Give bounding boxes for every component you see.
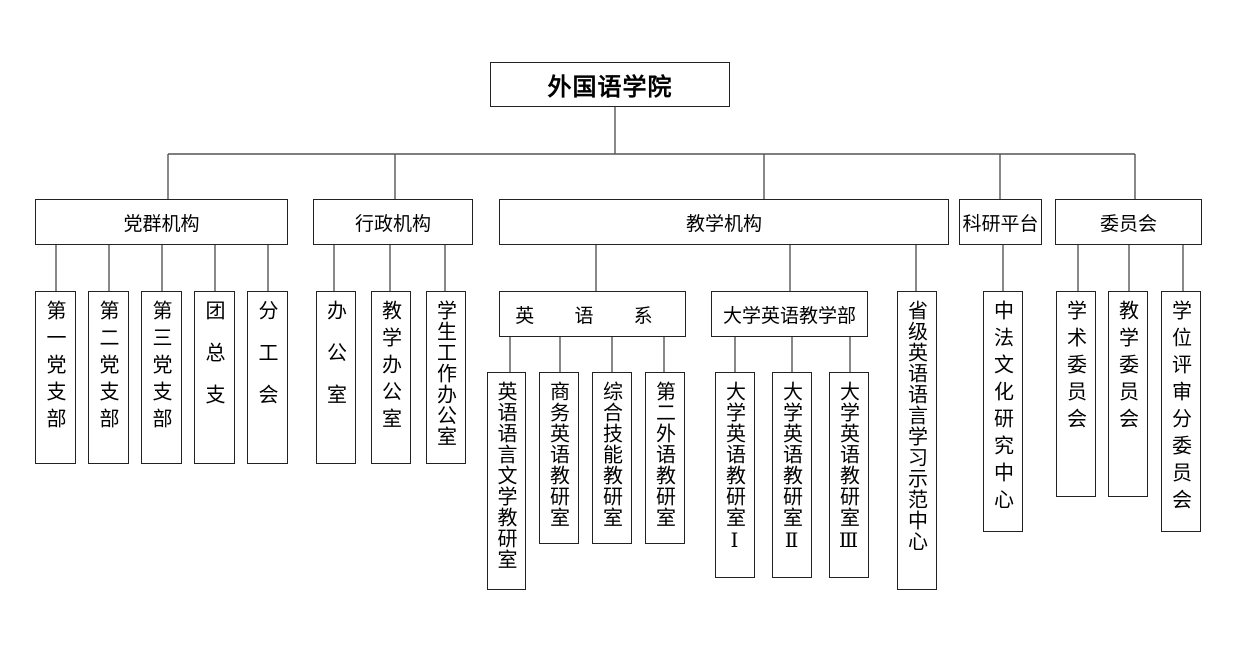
provincial-center-label: 省级英语语言学习示范中心 — [904, 300, 929, 552]
subgroup-english-dept-label: 英 语 系 — [515, 304, 670, 327]
college-english-item-label: 大学英语教研室Ⅲ — [836, 381, 861, 553]
college-english-item-1: 大学英语教研室Ⅰ — [715, 372, 755, 578]
admin-item-2: 教学办公室 — [371, 291, 411, 464]
english-dept-item-1: 英语语言文学教研室 — [487, 372, 526, 590]
english-dept-item-label: 综合技能教研室 — [599, 381, 624, 528]
committee-item-label: 教学委员会 — [1115, 300, 1140, 435]
english-dept-item-label: 英语语言文学教研室 — [494, 381, 518, 570]
root-node: 外国语学院 — [490, 62, 730, 107]
committee-item-1: 学术委员会 — [1056, 291, 1096, 497]
party-item-label: 第三党支部 — [149, 300, 173, 435]
group-research-label: 科研平台 — [962, 212, 1039, 235]
committee-item-label: 学位评审分委员会 — [1168, 300, 1193, 516]
root-label: 外国语学院 — [547, 72, 673, 101]
group-committee: 委员会 — [1055, 199, 1202, 245]
english-dept-item-label: 商务英语教研室 — [546, 381, 571, 528]
english-dept-item-2: 商务英语教研室 — [539, 372, 579, 544]
provincial-center: 省级英语语言学习示范中心 — [897, 291, 937, 590]
subgroup-college-english: 大学英语教学部 — [711, 291, 868, 337]
group-research: 科研平台 — [959, 199, 1042, 245]
admin-item-label: 教学办公室 — [378, 300, 403, 435]
group-admin: 行政机构 — [313, 199, 473, 245]
subgroup-college-english-label: 大学英语教学部 — [722, 304, 856, 327]
party-item-label: 团总支 — [202, 300, 226, 426]
party-item-label: 分工会 — [255, 300, 279, 426]
group-teaching-label: 教学机构 — [685, 212, 762, 235]
committee-item-label: 学术委员会 — [1063, 300, 1088, 435]
english-dept-item-4: 第二外语教研室 — [645, 372, 685, 544]
research-item-label: 中法文化研究中心 — [990, 300, 1015, 516]
admin-item-label: 学生工作办公室 — [433, 300, 458, 447]
college-english-item-label: 大学英语教研室Ⅱ — [779, 381, 804, 553]
party-item-1: 第一党支部 — [35, 291, 76, 464]
college-english-item-label: 大学英语教研室Ⅰ — [722, 381, 747, 553]
group-teaching: 教学机构 — [499, 199, 949, 245]
admin-item-1: 办公室 — [316, 291, 356, 464]
committee-item-3: 学位评审分委员会 — [1161, 291, 1201, 532]
college-english-item-2: 大学英语教研室Ⅱ — [772, 372, 812, 578]
research-item-1: 中法文化研究中心 — [983, 291, 1023, 532]
party-item-2: 第二党支部 — [88, 291, 129, 464]
admin-item-label: 办公室 — [323, 300, 348, 426]
party-item-label: 第二党支部 — [96, 300, 120, 435]
subgroup-english-dept: 英 语 系 — [499, 291, 686, 337]
party-item-5: 分工会 — [247, 291, 288, 464]
english-dept-item-3: 综合技能教研室 — [592, 372, 632, 544]
admin-item-3: 学生工作办公室 — [426, 291, 466, 464]
group-party-label: 党群机构 — [123, 212, 200, 235]
english-dept-item-label: 第二外语教研室 — [652, 381, 677, 528]
college-english-item-3: 大学英语教研室Ⅲ — [829, 372, 869, 578]
group-committee-label: 委员会 — [1099, 212, 1157, 235]
group-party: 党群机构 — [35, 199, 288, 245]
party-item-4: 团总支 — [194, 291, 235, 464]
group-admin-label: 行政机构 — [354, 212, 431, 235]
committee-item-2: 教学委员会 — [1108, 291, 1148, 497]
party-item-label: 第一党支部 — [43, 300, 67, 435]
party-item-3: 第三党支部 — [141, 291, 182, 464]
